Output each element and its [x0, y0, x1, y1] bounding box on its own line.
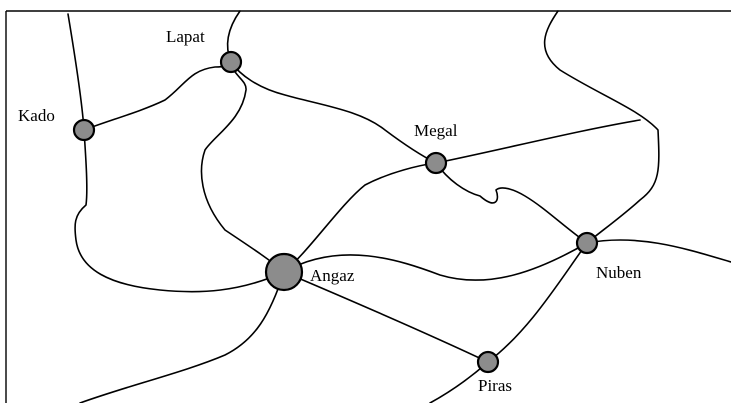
town-label-kado: Kado — [18, 106, 55, 125]
town-label-lapat: Lapat — [166, 27, 205, 46]
town-marker-megal[interactable] — [424, 151, 448, 175]
road-nuben-east — [586, 239, 731, 263]
town-label-angaz: Angaz — [310, 266, 355, 285]
road-angaz-piras — [283, 271, 489, 363]
town-marker-lapat[interactable] — [219, 50, 243, 74]
road-lapat-megal-nuben — [230, 61, 588, 244]
town-label-megal: Megal — [414, 121, 458, 140]
road-northeast-loop-nuben — [543, 10, 660, 244]
town-marker-angaz[interactable] — [264, 252, 304, 292]
road-angaz-nuben — [283, 242, 588, 281]
town-label-nuben: Nuben — [596, 263, 642, 282]
road-kado-lapat-angaz — [83, 61, 285, 273]
town-marker-nuben[interactable] — [575, 231, 599, 255]
town-marker-kado[interactable] — [72, 118, 96, 142]
road-angaz-megal-east — [283, 119, 641, 273]
road-nuben-piras-south — [429, 242, 588, 403]
town-marker-piras[interactable] — [476, 350, 500, 374]
town-label-piras: Piras — [478, 376, 512, 395]
road-kado-north-to-angaz-southwest — [67, 13, 285, 403]
